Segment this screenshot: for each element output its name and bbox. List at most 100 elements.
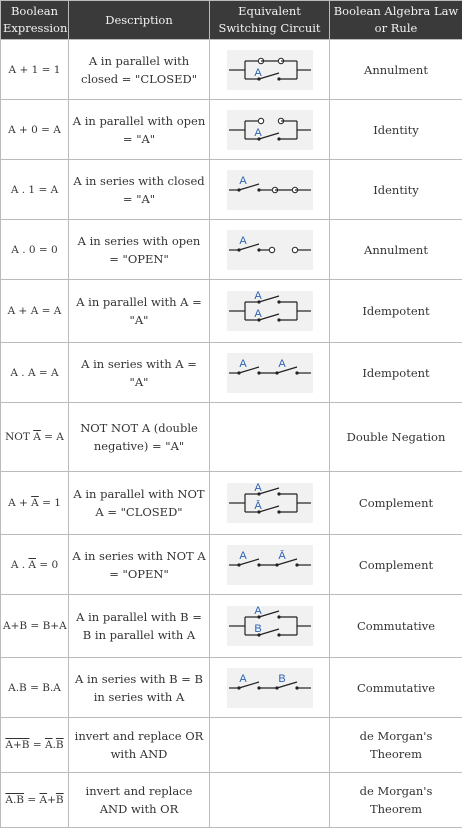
table-row: A+B = B+A A in parallel with B = B in pa…	[0, 594, 462, 658]
expression-cell: A . A = 0	[0, 534, 69, 595]
switch-label: A	[254, 67, 262, 79]
switch-label: A	[254, 606, 262, 617]
expression-cell: A . A = A	[0, 342, 69, 403]
circuit-svg: AB	[228, 606, 311, 637]
switch-label: A	[239, 175, 247, 187]
description-cell: invert and replace AND with OR	[68, 772, 210, 828]
law-cell: de Morgan's Theorem	[329, 772, 462, 828]
table-row: A.B = B.A A in series with B = B in seri…	[0, 657, 462, 718]
header-description: Description	[68, 0, 210, 40]
expression-cell: A+B = B+A	[0, 594, 69, 658]
switch-label: B	[254, 623, 261, 635]
law-cell: Identity	[329, 159, 462, 220]
description-cell: A in series with closed = "A"	[68, 159, 210, 220]
switch-label: B	[278, 673, 285, 685]
switch-circuit-diagram: A	[226, 169, 313, 210]
circuit-cell: A	[209, 159, 330, 220]
circuit-svg: AĀ	[228, 483, 311, 514]
circuit-svg: A	[228, 175, 311, 193]
description-cell: invert and replace OR with AND	[68, 717, 210, 773]
switch-circuit-diagram: A	[226, 49, 313, 90]
expression-cell: A.B = B.A	[0, 657, 69, 718]
table-row: NOT A = A NOT NOT A (double negative) = …	[0, 402, 462, 472]
table-row: A . A = 0 A in series with NOT A = "OPEN…	[0, 534, 462, 595]
expression-cell: A.B = A+B	[0, 772, 69, 828]
expression-cell: A . 1 = A	[0, 159, 69, 220]
law-cell: Commutative	[329, 594, 462, 658]
law-cell: Idempotent	[329, 279, 462, 343]
switch-circuit-diagram: A	[226, 109, 313, 150]
description-cell: A in parallel with open = "A"	[68, 99, 210, 160]
circuit-svg: A	[228, 117, 311, 141]
description-cell: A in series with A = "A"	[68, 342, 210, 403]
expression-cell: A + 0 = A	[0, 99, 69, 160]
description-cell: A in series with open = "OPEN"	[68, 219, 210, 280]
switch-label: A	[254, 291, 262, 302]
switch-label: Ā	[254, 500, 262, 512]
switch-label: A	[278, 358, 286, 370]
law-cell: Complement	[329, 534, 462, 595]
circuit-svg: A	[228, 57, 311, 81]
switch-label: A	[254, 483, 262, 494]
table-row: A . 0 = 0 A in series with open = "OPEN"…	[0, 219, 462, 280]
switch-circuit-diagram: A	[226, 229, 313, 270]
circuit-cell: A	[209, 39, 330, 100]
table-row: A + 0 = A A in parallel with open = "A" …	[0, 99, 462, 160]
law-cell: Commutative	[329, 657, 462, 718]
switch-label: A	[239, 673, 247, 685]
expression-cell: A . 0 = 0	[0, 219, 69, 280]
circuit-cell: A	[209, 99, 330, 160]
circuit-cell	[209, 402, 330, 472]
expression-cell: A + 1 = 1	[0, 39, 69, 100]
circuit-cell: A	[209, 219, 330, 280]
header-circuit: Equivalent Switching Circuit	[209, 0, 330, 40]
header-expression: Boolean Expression	[0, 0, 69, 40]
switch-label: A	[254, 127, 262, 139]
description-cell: A in parallel with A = "A"	[68, 279, 210, 343]
table-row: A.B = A+B invert and replace AND with OR…	[0, 772, 462, 828]
switch-label: A	[239, 235, 247, 247]
switch-label: Ā	[278, 550, 286, 562]
table-row: A . 1 = A A in series with closed = "A" …	[0, 159, 462, 220]
description-cell: A in series with NOT A = "OPEN"	[68, 534, 210, 595]
switch-label: A	[239, 550, 247, 562]
law-cell: Idempotent	[329, 342, 462, 403]
table-row: A + A = 1 A in parallel with NOT A = "CL…	[0, 471, 462, 535]
circuit-cell	[209, 772, 330, 828]
circuit-svg: A	[228, 235, 311, 253]
circuit-cell	[209, 717, 330, 773]
expression-cell: NOT A = A	[0, 402, 69, 472]
law-cell: Annulment	[329, 39, 462, 100]
header-row: Boolean Expression Description Equivalen…	[0, 0, 462, 40]
description-cell: NOT NOT A (double negative) = "A"	[68, 402, 210, 472]
expression-cell: A+B = A.B	[0, 717, 69, 773]
expression-cell: A + A = 1	[0, 471, 69, 535]
law-cell: Double Negation	[329, 402, 462, 472]
table-row: A+B = A.B invert and replace OR with AND…	[0, 717, 462, 773]
table-row: A + 1 = 1 A in parallel with closed = "C…	[0, 39, 462, 100]
description-cell: A in parallel with NOT A = "CLOSED"	[68, 471, 210, 535]
header-law: Boolean Algebra Law or Rule	[329, 0, 462, 40]
law-cell: de Morgan's Theorem	[329, 717, 462, 773]
description-cell: A in parallel with closed = "CLOSED"	[68, 39, 210, 100]
circuit-svg: AA	[228, 291, 311, 322]
law-cell: Complement	[329, 471, 462, 535]
